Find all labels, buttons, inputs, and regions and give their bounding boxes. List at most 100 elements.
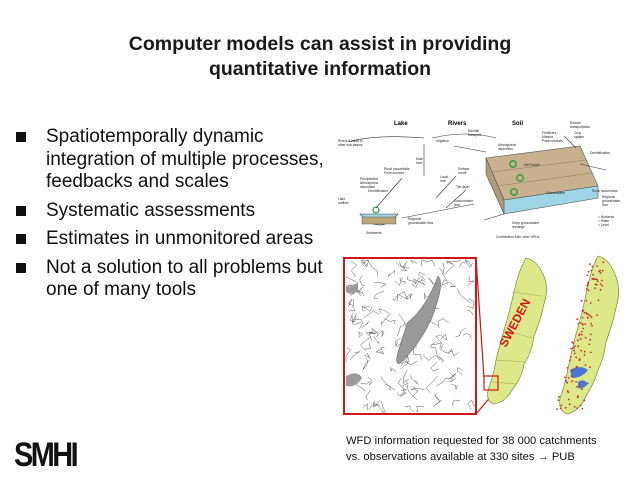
diagram-label: Lake — [338, 197, 345, 201]
diagram-label: Atmospheric — [498, 143, 517, 147]
station-dot — [577, 322, 580, 325]
station-dot — [573, 406, 576, 408]
diagram-label: flow — [454, 203, 460, 207]
diagram-label: Erosion — [570, 121, 581, 125]
bullet-text: Estimates in unmonitored areas — [46, 228, 314, 249]
diagram-label: deposition — [498, 147, 513, 151]
station-dot — [556, 408, 558, 410]
station-dot — [566, 381, 569, 384]
diagram-label: transportation — [570, 125, 590, 129]
station-dot — [567, 391, 570, 394]
station-dot — [570, 347, 572, 350]
station-dot — [564, 376, 566, 379]
bullet-square-icon — [16, 205, 26, 216]
station-dot — [583, 399, 586, 402]
station-dot — [560, 404, 563, 407]
station-dot — [591, 265, 594, 268]
station-dot — [589, 333, 592, 336]
sweden-catchment-maps: SWEDEN — [343, 255, 619, 415]
station-dot — [572, 342, 575, 345]
station-dot — [559, 407, 562, 410]
station-dot — [581, 407, 584, 410]
station-dot — [599, 269, 601, 272]
diagram-label: groundwater — [602, 199, 621, 203]
diagram-label: Precipitation — [360, 177, 378, 181]
diagram-label: recharge — [512, 225, 525, 229]
station-dot — [586, 274, 589, 277]
station-dot — [582, 309, 585, 312]
nutrient-cycle-icons — [509, 160, 524, 196]
diagram-label: river — [440, 179, 447, 183]
station-dot — [589, 314, 592, 317]
diagram-label: other sub-basins — [338, 143, 363, 147]
map-caption: WFD information requested for 38 000 cat… — [346, 433, 636, 465]
station-dot — [602, 261, 605, 264]
station-dot — [589, 263, 591, 265]
station-dot — [582, 327, 585, 330]
diagram-label: Irrigation — [436, 139, 449, 143]
station-dot — [581, 323, 584, 325]
station-dot — [589, 351, 592, 354]
station-dot — [571, 369, 574, 371]
station-dot — [596, 265, 598, 267]
station-dot — [597, 299, 600, 302]
station-dot — [589, 366, 591, 369]
diagram-label: Regional — [408, 217, 421, 221]
diagram-label: Rivers & lakes in — [338, 139, 363, 143]
station-dot — [558, 396, 560, 398]
station-dot — [573, 352, 576, 355]
station-dot — [587, 317, 589, 319]
station-dot — [569, 356, 572, 358]
station-dot — [591, 324, 593, 327]
station-dot — [564, 406, 567, 409]
diagram-label: Contribution from other HRUs — [496, 235, 540, 239]
diagram-label: Groundwater — [454, 199, 474, 203]
station-dot — [586, 284, 589, 287]
diagram-label: Denitrification — [368, 189, 388, 193]
station-dot — [592, 273, 594, 276]
diagram-label: uptake — [574, 135, 584, 139]
station-dot — [575, 366, 578, 369]
diagram-label: Tile drain — [456, 185, 470, 189]
diagram-label: Rural households — [384, 167, 410, 171]
sweden-stations-map — [556, 255, 619, 415]
station-dot — [594, 283, 597, 286]
station-dot — [599, 272, 602, 274]
station-dot — [589, 338, 592, 341]
zoom-connector — [475, 257, 485, 379]
diagram-label: Sediments — [366, 231, 382, 235]
zoom-frame — [483, 375, 499, 391]
bullet-square-icon — [16, 262, 26, 273]
station-dot — [579, 338, 582, 340]
diagram-label: Fertilizers, — [542, 131, 557, 135]
diagram-header-rivers: Rivers — [448, 121, 467, 127]
station-dot — [587, 313, 590, 316]
title-line-1: Computer models can assist in providing — [128, 33, 512, 55]
station-dot — [579, 404, 582, 407]
station-dot — [576, 318, 579, 321]
diagram-label: Local — [440, 175, 448, 179]
station-dot — [573, 349, 575, 352]
slide-title: Computer models can assist in providing … — [40, 32, 600, 82]
diagram-label: Main — [416, 157, 423, 161]
station-dot — [590, 269, 593, 272]
station-dot — [587, 283, 589, 285]
soil-block — [485, 145, 599, 215]
diagram-label: Plant residues — [542, 139, 563, 143]
station-dot — [557, 399, 560, 402]
flow-arrows — [347, 133, 607, 221]
diagram-label: Surface — [458, 167, 470, 171]
station-dot — [574, 345, 576, 348]
station-dot — [575, 381, 578, 383]
title-line-2: quantitative information — [208, 58, 432, 80]
bullet-item: Systematic assessments — [14, 200, 334, 223]
station-dot — [580, 333, 583, 336]
caption-line-1: WFD information requested for 38 000 cat… — [346, 435, 597, 447]
station-dot — [570, 375, 573, 378]
smhi-logo: SMHI — [14, 436, 79, 474]
bullet-item: Spatiotemporally dynamic integration of … — [14, 126, 334, 194]
station-dot — [575, 356, 578, 359]
diagram-label: Manure, — [542, 135, 554, 139]
legend-label: = Water — [598, 219, 610, 223]
station-dot — [566, 367, 569, 369]
